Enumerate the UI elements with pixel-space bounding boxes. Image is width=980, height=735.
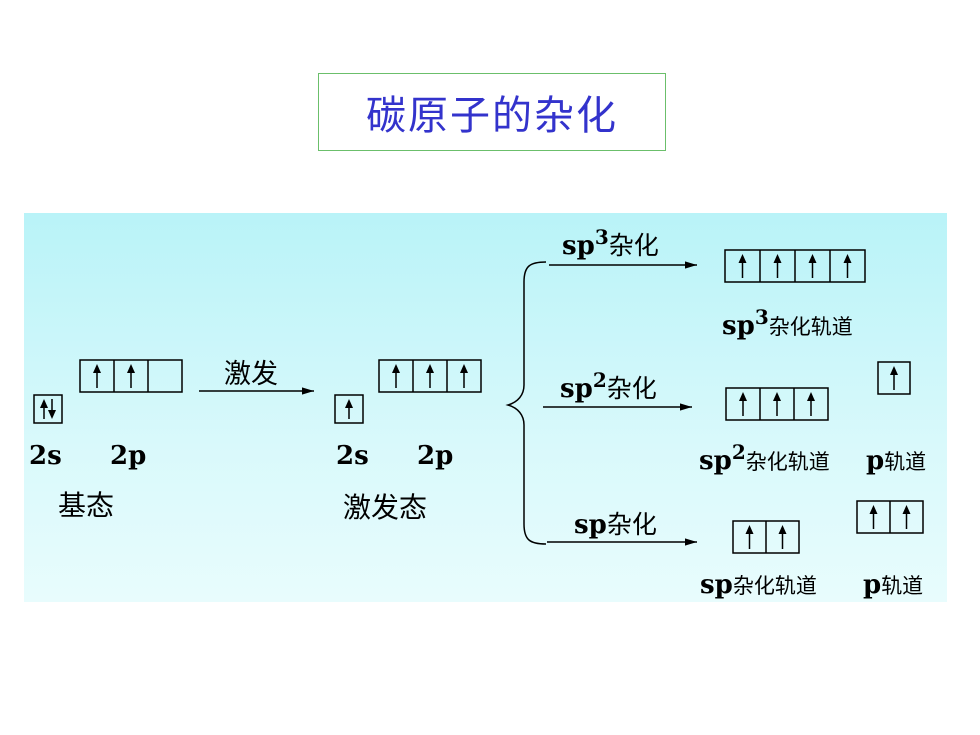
electron-up-arrow-head	[773, 254, 782, 263]
sp2-p-orbital-box	[877, 361, 911, 395]
sp-p-orbital-label: p轨道	[863, 570, 924, 600]
electron-up-arrow-head	[778, 525, 787, 534]
excited-2s-label: 2s	[336, 441, 369, 471]
electron-up-arrow-head	[392, 364, 400, 373]
sp2-orbital-box	[725, 387, 829, 421]
excited-2p-label: 2p	[417, 441, 454, 471]
branch-brace	[505, 261, 547, 545]
sp2-orbital-label: sp2杂化轨道	[699, 440, 830, 476]
electron-up-arrow-head	[739, 392, 747, 401]
electron-up-arrow-head	[345, 399, 353, 408]
orbital-boxes	[33, 249, 924, 554]
ground-state-caption: 基态	[58, 489, 115, 522]
excited-2p-box	[378, 359, 482, 393]
electron-up-arrow-head	[127, 364, 135, 373]
sp3-orbital-label: sp3杂化轨道	[722, 305, 853, 341]
sp2-p-orbital-label: p轨道	[866, 446, 927, 476]
sp3-hybridization-label: sp3杂化	[562, 225, 659, 261]
sp-orbital-label: sp杂化轨道	[700, 570, 817, 600]
electron-down-arrow-head	[48, 410, 56, 419]
electron-up-arrow-head	[426, 364, 434, 373]
electron-up-arrow-head	[738, 254, 747, 263]
electron-arrows	[40, 254, 911, 549]
title-box: 碳原子的杂化	[318, 73, 666, 151]
electron-up-arrow-head	[745, 525, 754, 534]
electron-up-arrow-head	[773, 392, 781, 401]
excited-state-caption: 激发态	[343, 491, 428, 524]
electron-up-arrow-head	[93, 364, 101, 373]
sp2-hybridization-label: sp2杂化	[560, 368, 657, 404]
electron-up-arrow-head	[869, 505, 878, 514]
electron-up-arrow-head	[890, 366, 898, 375]
diagram-panel	[24, 213, 947, 602]
electron-up-arrow-head	[460, 364, 468, 373]
ground-2p-box	[79, 359, 183, 393]
electron-up-arrow-head	[807, 392, 815, 401]
ground-2s-label: 2s	[29, 441, 62, 471]
page-title: 碳原子的杂化	[366, 93, 618, 139]
electron-up-arrow-head	[902, 505, 911, 514]
excitation-label: 激发	[224, 359, 278, 390]
ground-2s-box	[33, 394, 63, 424]
electron-up-arrow-head	[843, 254, 852, 263]
electron-up-arrow-head	[808, 254, 817, 263]
electron-up-arrow-head	[40, 399, 48, 408]
sp-hybridization-label: sp杂化	[574, 510, 657, 540]
ground-2p-label: 2p	[110, 441, 147, 471]
excited-2s-box	[334, 394, 364, 424]
